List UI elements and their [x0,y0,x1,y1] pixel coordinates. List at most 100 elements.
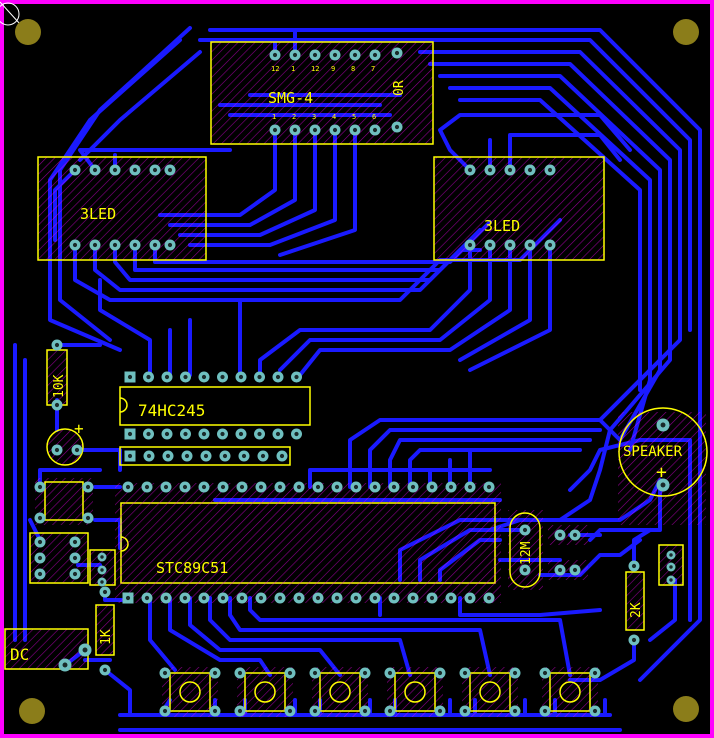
label-74hc245: 74HC245 [138,401,205,420]
push-button-actuator [329,681,351,703]
push-button-pad-drill [312,708,318,714]
hc245-pad-drill [275,431,281,437]
smg-pad-drill [372,52,378,58]
mcu-pad-drill [429,484,435,490]
smg-pad-drill [272,127,278,133]
hc245-pad-drill [201,374,207,380]
mcu-pad-drill [277,595,283,601]
mcu-pad-drill [429,595,435,601]
push-button-pad-drill [592,708,598,714]
mcu-pad-drill [239,484,245,490]
led-right-pad-drill [487,167,493,173]
rnet-pad-drill [203,453,209,459]
rnet-pad-drill [279,453,285,459]
rnet-pad-drill [260,453,266,459]
rnet-pad-drill [184,453,190,459]
push-button-pad-drill [312,670,318,676]
header-pad-drill [72,571,78,577]
mcu-pad-drill [296,484,302,490]
hc245-pad-drill [127,374,133,380]
speaker-pad-drill [660,422,666,428]
mcu-pad-drill [410,595,416,601]
cap-30p-bottom-footprint [548,560,588,580]
led-left-pad-drill [72,242,78,248]
mount-hole-top-right [673,19,699,45]
led-left-pad-drill [152,167,158,173]
mcu-pad-drill [144,595,150,601]
reset-pad-drill [85,484,91,490]
hc245-pad-drill [146,431,151,437]
rnet-pad-drill [127,453,133,459]
hc245-pad-drill [275,374,281,380]
mcu-pad-drill [220,484,226,490]
cap-pad-drill [74,447,80,453]
smg-pin-number-bottom: 3 [312,113,316,121]
transistor-right-pad-drill [669,553,673,557]
led-right-pad-drill [527,242,533,248]
hc245-pad-drill [183,431,188,437]
label-speaker-plus: + [656,462,667,483]
push-button-pad-drill [212,670,218,676]
led-left-pad-drill [132,167,138,173]
transistor-pad-drill [100,580,104,584]
push-button-pad-drill [542,670,548,676]
led-right-pad-drill [507,242,513,248]
push-button-body [469,672,511,712]
mcu-pad-drill [258,484,264,490]
mcu-pad-drill [391,595,397,601]
push-button-pad-drill [512,708,518,714]
led-left-pad-drill [112,167,118,173]
push-button-body [394,672,436,712]
push-button-footprint [312,667,368,717]
led-left-pad-drill [92,242,98,248]
push-button-actuator [404,681,426,703]
cap-30p-pad-drill [557,567,563,573]
electrolytic-cap-outline [46,428,84,466]
resistor-1k-pad-drill [102,667,108,673]
hc245-pad-drill [220,374,225,380]
header-pad-drill [72,555,78,561]
mcu-pad-drill [486,595,492,601]
push-button-3 [312,667,368,717]
led-left-pad-drill [72,167,78,173]
led-left-footprint [37,156,207,261]
mcu-pad-drill [486,484,492,490]
mcu-pad-drill [391,484,397,490]
label-resistor-2k: 2K [629,602,644,618]
push-button-pad-drill [287,670,293,676]
mcu-pad-drill [372,484,378,490]
reset-switch-body [44,481,84,521]
header-pad-drill [37,555,43,561]
header-pad-drill [37,539,43,545]
mcu-pad-drill [258,595,264,601]
resistor-2k-pad-drill [631,563,637,569]
push-button-pad-drill [212,708,218,714]
reset-pad-drill [85,515,91,521]
speaker-outline [618,407,708,497]
led-right-footprint [433,156,605,261]
rnet-pad-drill [222,453,228,459]
mcu-pad-drill [144,484,150,490]
push-button-footprint [542,667,598,717]
smg-pin-number-bottom: 4 [332,113,336,121]
label-resistor-10k: 10K [52,374,67,398]
hc245-pad-drill [164,431,170,437]
smg-pad-drill [332,52,338,58]
hc245-pad-drill [257,431,262,437]
led-left-pad-drill [92,167,98,173]
smg-resistor-pad-drill [394,50,400,56]
push-button-body [244,672,286,712]
cap-30p-pad-drill [572,567,578,573]
smg-pin-number-top: 1 [291,65,295,73]
label-speaker: SPEAKER [623,444,683,460]
resistor-10k-pad-drill [54,402,60,408]
label-resistor-1k: 1K [99,629,114,645]
mcu-pad-drill [467,595,473,601]
push-button-pad-drill [437,708,443,714]
label-3led-left: 3LED [80,205,116,223]
mcu-pad-drill [315,484,321,490]
cap-30p-pad-drill [572,532,578,538]
smg-pin-number-top: 9 [331,65,335,73]
cap-30p-pad-drill [557,532,563,538]
